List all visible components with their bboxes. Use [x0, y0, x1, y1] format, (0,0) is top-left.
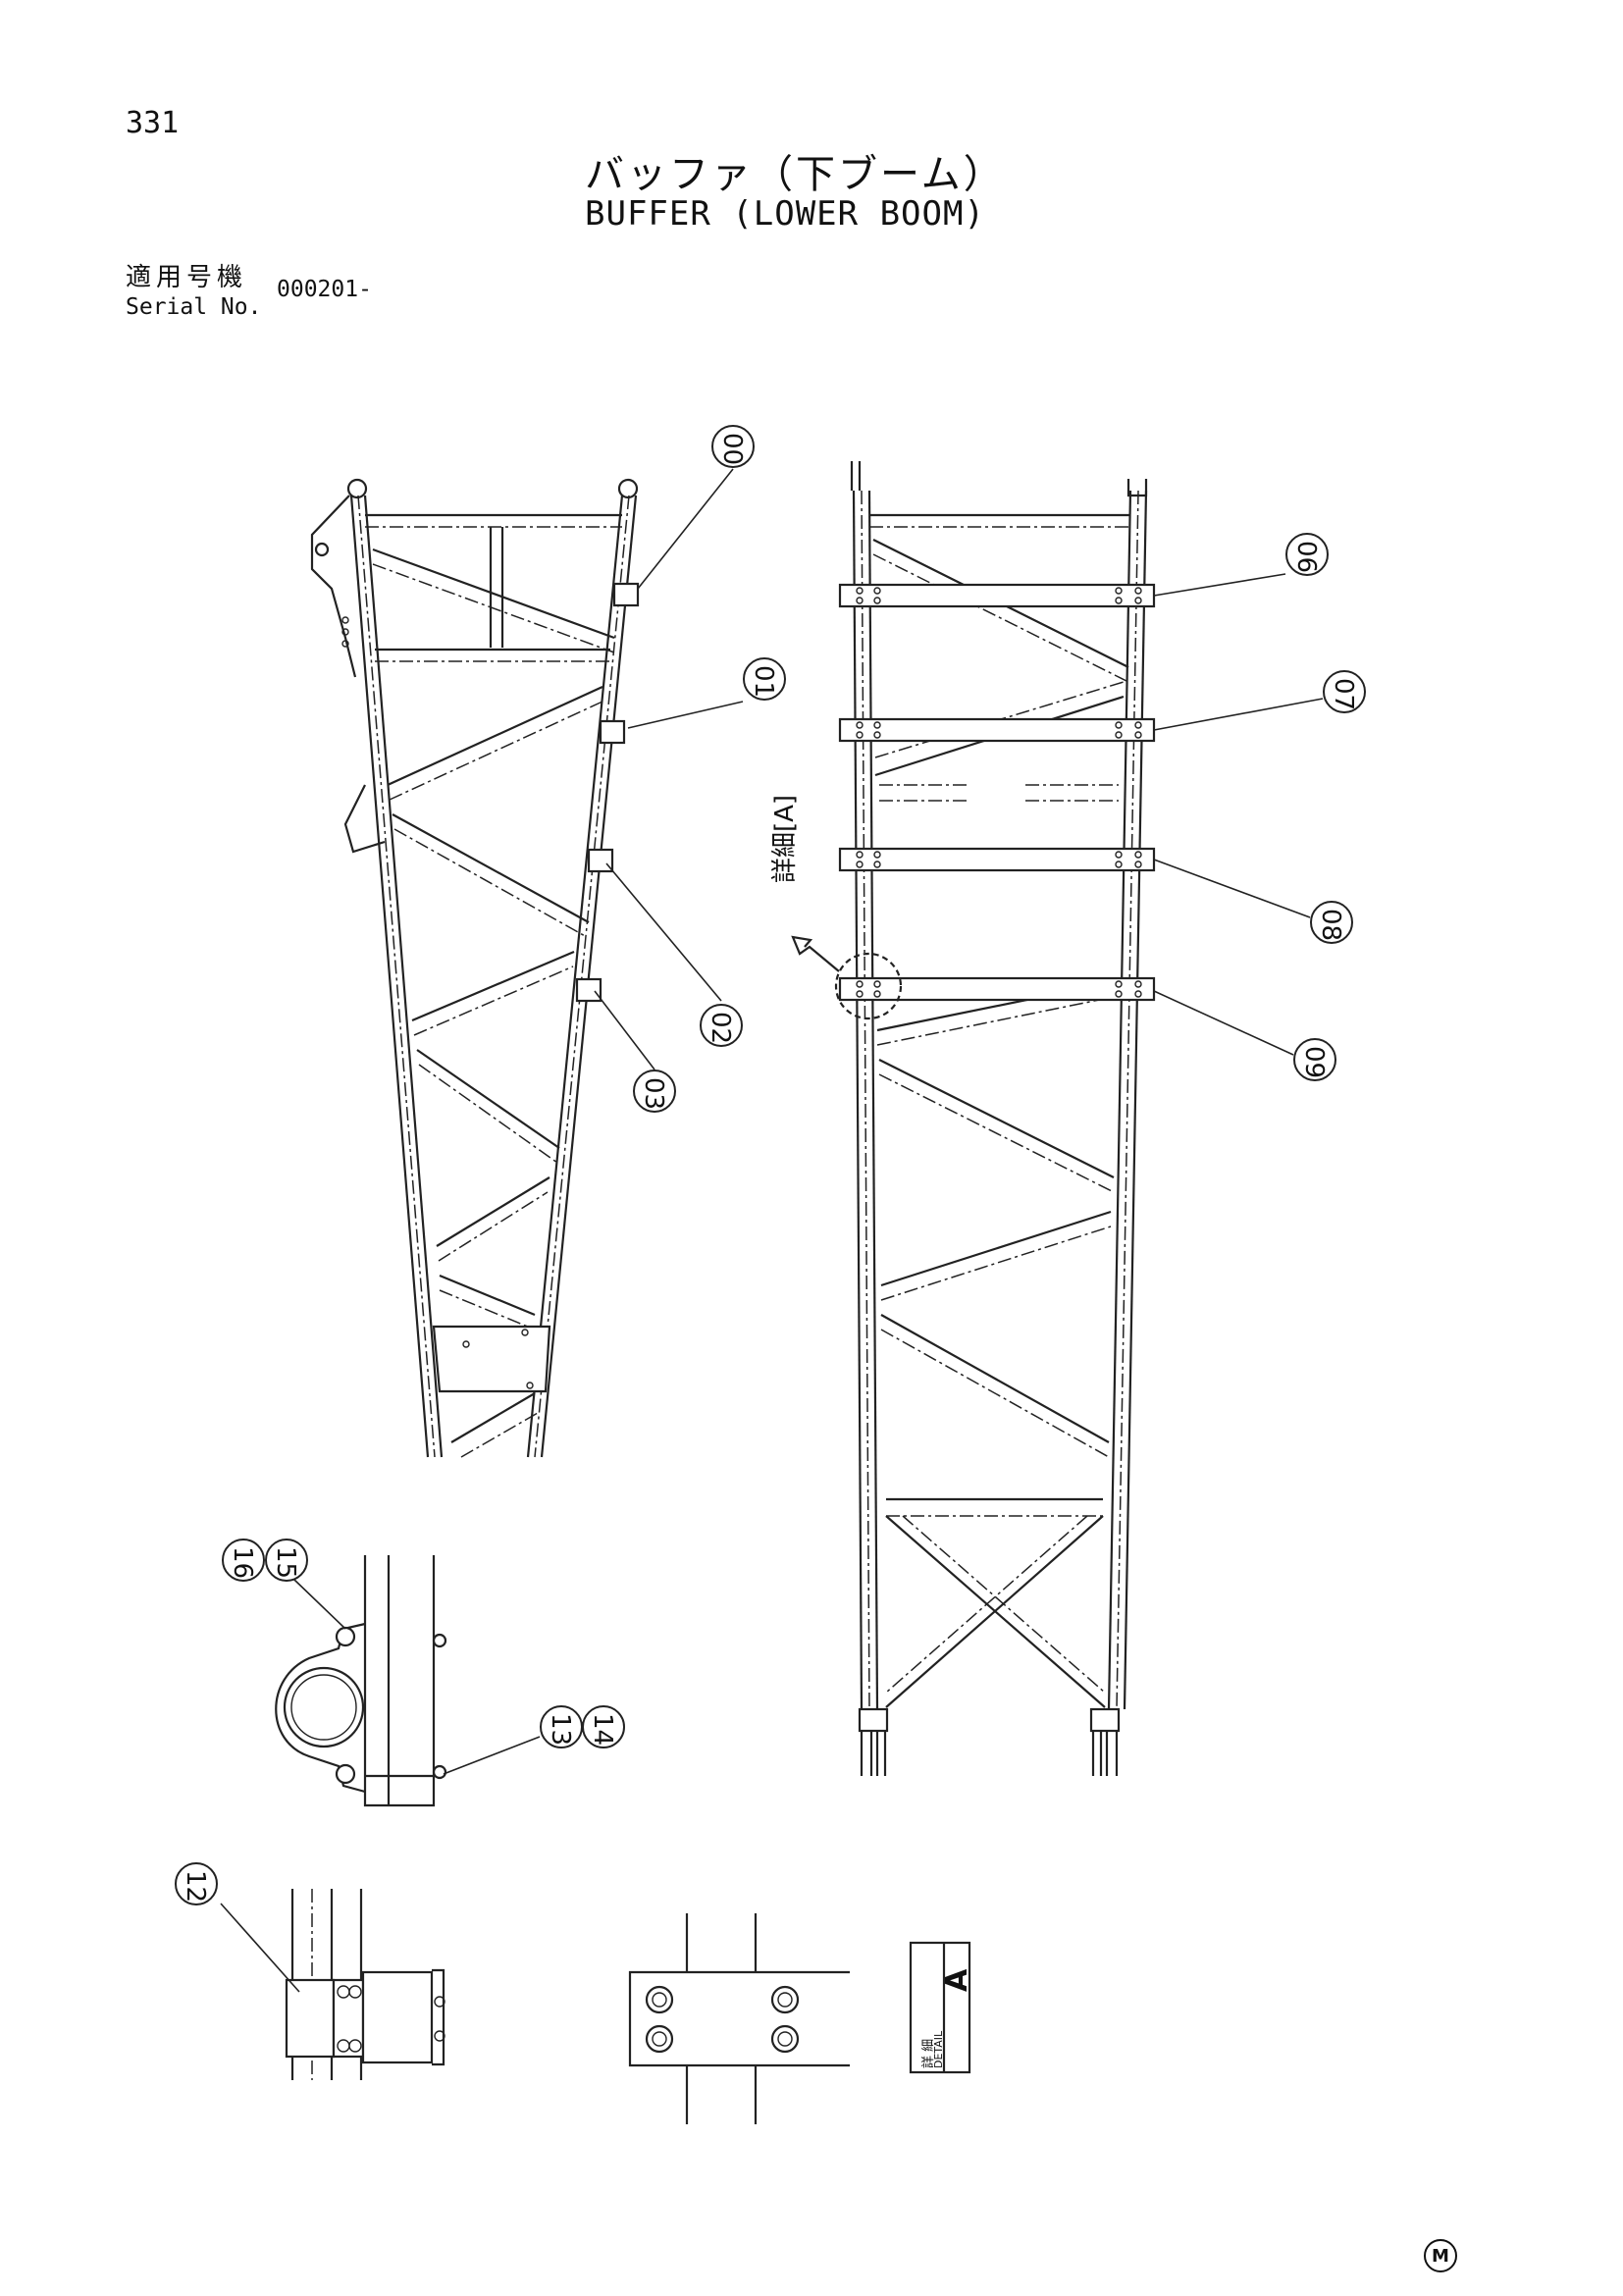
- callout-06-text: 06: [1291, 541, 1321, 573]
- callout-16: 16: [222, 1539, 265, 1582]
- callout-08-text: 08: [1316, 909, 1345, 941]
- callout-01: 01: [743, 657, 786, 701]
- buffer-side-detail: [285, 1889, 445, 2080]
- buffer-plate-detail: [628, 1913, 850, 2124]
- leader-lines: [220, 468, 1324, 1993]
- callout-09-text: 09: [1299, 1046, 1329, 1078]
- boom-front-view: [791, 461, 1156, 1776]
- callout-00-text: 00: [717, 433, 747, 465]
- page-number: 331: [126, 106, 180, 140]
- detail-a-letter: A: [940, 1968, 974, 1992]
- callout-00: 00: [711, 425, 755, 468]
- corner-mark-m: M: [1424, 2239, 1457, 2272]
- callout-13-text: 13: [546, 1713, 575, 1746]
- callout-15: 15: [265, 1539, 308, 1582]
- callout-15-text: 15: [271, 1546, 300, 1579]
- callout-02-text: 02: [706, 1012, 735, 1044]
- callout-16-text: 16: [228, 1546, 257, 1579]
- title-japanese: バッファ（下ブーム）: [585, 152, 1006, 197]
- callout-12-text: 12: [181, 1870, 210, 1903]
- clamp-detail-view: [275, 1555, 447, 1807]
- callout-12: 12: [175, 1862, 218, 1905]
- callout-03: 03: [633, 1070, 676, 1113]
- callout-01-text: 01: [749, 665, 778, 698]
- callout-14: 14: [582, 1705, 625, 1748]
- leader-15-16: [293, 1579, 346, 1630]
- callout-07: 07: [1323, 670, 1366, 713]
- callout-09: 09: [1293, 1038, 1336, 1081]
- callout-02: 02: [700, 1004, 743, 1047]
- serial-number-value: 000201-: [277, 277, 372, 302]
- serial-label-japanese: 適用号機: [126, 263, 248, 292]
- callout-13: 13: [540, 1705, 583, 1748]
- callout-03-text: 03: [639, 1077, 668, 1110]
- detail-a-box: A 詳 細 DETAIL: [909, 1941, 974, 2074]
- title-english: BUFFER (LOWER BOOM): [585, 194, 985, 234]
- callout-07-text: 07: [1329, 678, 1358, 710]
- callout-14-text: 14: [588, 1713, 617, 1746]
- boom-side-view: [310, 478, 640, 1458]
- callout-08: 08: [1310, 901, 1353, 944]
- detail-a-vertical-label: 詳細[A]: [770, 795, 800, 883]
- callout-06: 06: [1285, 533, 1329, 576]
- detail-label-japanese: 詳 細: [920, 2039, 936, 2068]
- detail-label-english: DETAIL: [932, 2030, 945, 2068]
- serial-label-english: Serial No.: [126, 294, 262, 320]
